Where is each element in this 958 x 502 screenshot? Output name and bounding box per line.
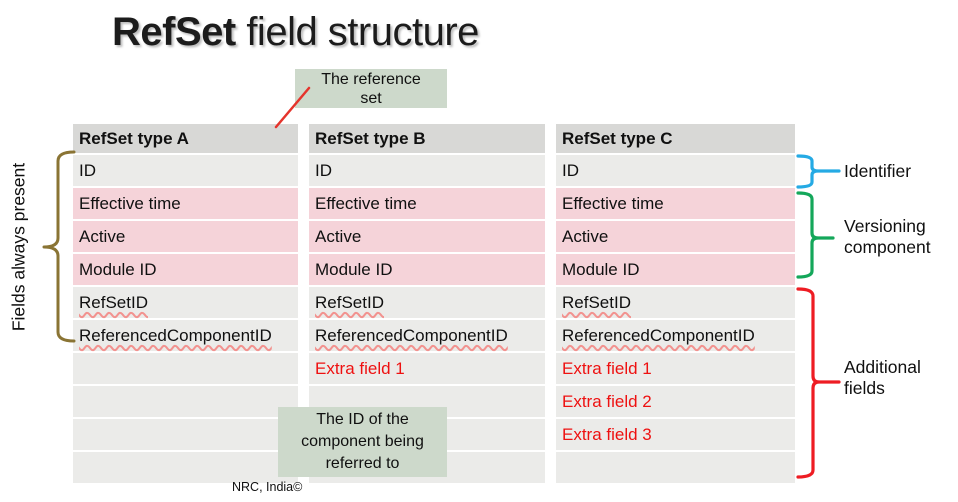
table-header-cell: RefSet type A [73, 124, 298, 153]
table-cell-text: Effective time [562, 193, 664, 213]
table-cell: Module ID [309, 254, 545, 285]
table-cell-text: Effective time [79, 193, 181, 213]
table-cell: Active [309, 221, 545, 252]
table-cell: Module ID [73, 254, 298, 285]
table-cell [73, 386, 298, 417]
identifier-bracket [796, 154, 841, 189]
table-cell [556, 452, 795, 483]
table-cell: ID [73, 155, 298, 186]
table-cell: RefSetID [309, 287, 545, 318]
additional-fields-bracket [796, 287, 841, 479]
table-cell-text: ID [315, 160, 332, 180]
title-emphasis: RefSet [112, 10, 236, 54]
table-cell-text: Extra field 2 [562, 391, 652, 411]
table-cell: RefSetID [556, 287, 795, 318]
table-cell: Extra field 2 [556, 386, 795, 417]
identifier-label: Identifier [844, 161, 912, 181]
title-rest: field structure [235, 10, 479, 54]
table-cell-text: ID [79, 160, 96, 180]
table-cell: Module ID [556, 254, 795, 285]
table-cell: Extra field 1 [309, 353, 545, 384]
table-cell-text: ReferencedComponentID [562, 325, 755, 345]
table-header-cell: RefSet type C [556, 124, 795, 153]
table-cell [73, 419, 298, 450]
table-cell-text: RefSetID [79, 292, 148, 312]
table-cell-text: Effective time [315, 193, 417, 213]
table-cell-text: ID [562, 160, 579, 180]
table-cell-text: Active [315, 226, 362, 246]
table-cell: Effective time [73, 188, 298, 219]
table-cell [73, 452, 298, 483]
table-cell-text: Active [562, 226, 609, 246]
table-cell-text: RefSetID [315, 292, 384, 312]
table-cell: ID [556, 155, 795, 186]
table-cell: Effective time [556, 188, 795, 219]
footer-credit: NRC, India© [232, 480, 303, 494]
table-cell: Extra field 3 [556, 419, 795, 450]
table-cell-text: Active [79, 226, 126, 246]
table-cell-text: Extra field 1 [315, 358, 405, 378]
table-cell-text: Extra field 3 [562, 424, 652, 444]
table-cell-text: RefSetID [562, 292, 631, 312]
left-bracket-label: Fields always present [8, 162, 29, 332]
table-cell [73, 353, 298, 384]
table-cell: ReferencedComponentID [556, 320, 795, 351]
table-cell: Extra field 1 [556, 353, 795, 384]
callout-referenced-component-text: The ID of the component being referred t… [301, 411, 424, 472]
versioning-component-bracket [796, 191, 835, 279]
table-cell-text: Extra field 1 [562, 358, 652, 378]
table-cell: Effective time [309, 188, 545, 219]
table-cell-text: Module ID [315, 259, 393, 279]
table-cell: ReferencedComponentID [73, 320, 298, 351]
table-cell: Active [73, 221, 298, 252]
versioning-component-label: Versioning component [844, 216, 931, 257]
table-cell: RefSetID [73, 287, 298, 318]
callout-reference-set: The reference set [295, 69, 447, 108]
table-cell-text: ReferencedComponentID [315, 325, 508, 345]
fields-always-present-bracket [42, 150, 76, 343]
table-cell: ID [309, 155, 545, 186]
table-header-cell: RefSet type B [309, 124, 545, 153]
table-cell: Active [556, 221, 795, 252]
table-cell: ReferencedComponentID [309, 320, 545, 351]
table-cell-text: Module ID [79, 259, 157, 279]
callout-reference-set-text: The reference set [321, 70, 421, 107]
additional-fields-label: Additional fields [844, 357, 921, 398]
table-cell-text: Module ID [562, 259, 640, 279]
callout-referenced-component: The ID of the component being referred t… [278, 407, 447, 477]
table-cell-text: ReferencedComponentID [79, 325, 272, 345]
page-title: RefSet field structure [112, 10, 479, 55]
